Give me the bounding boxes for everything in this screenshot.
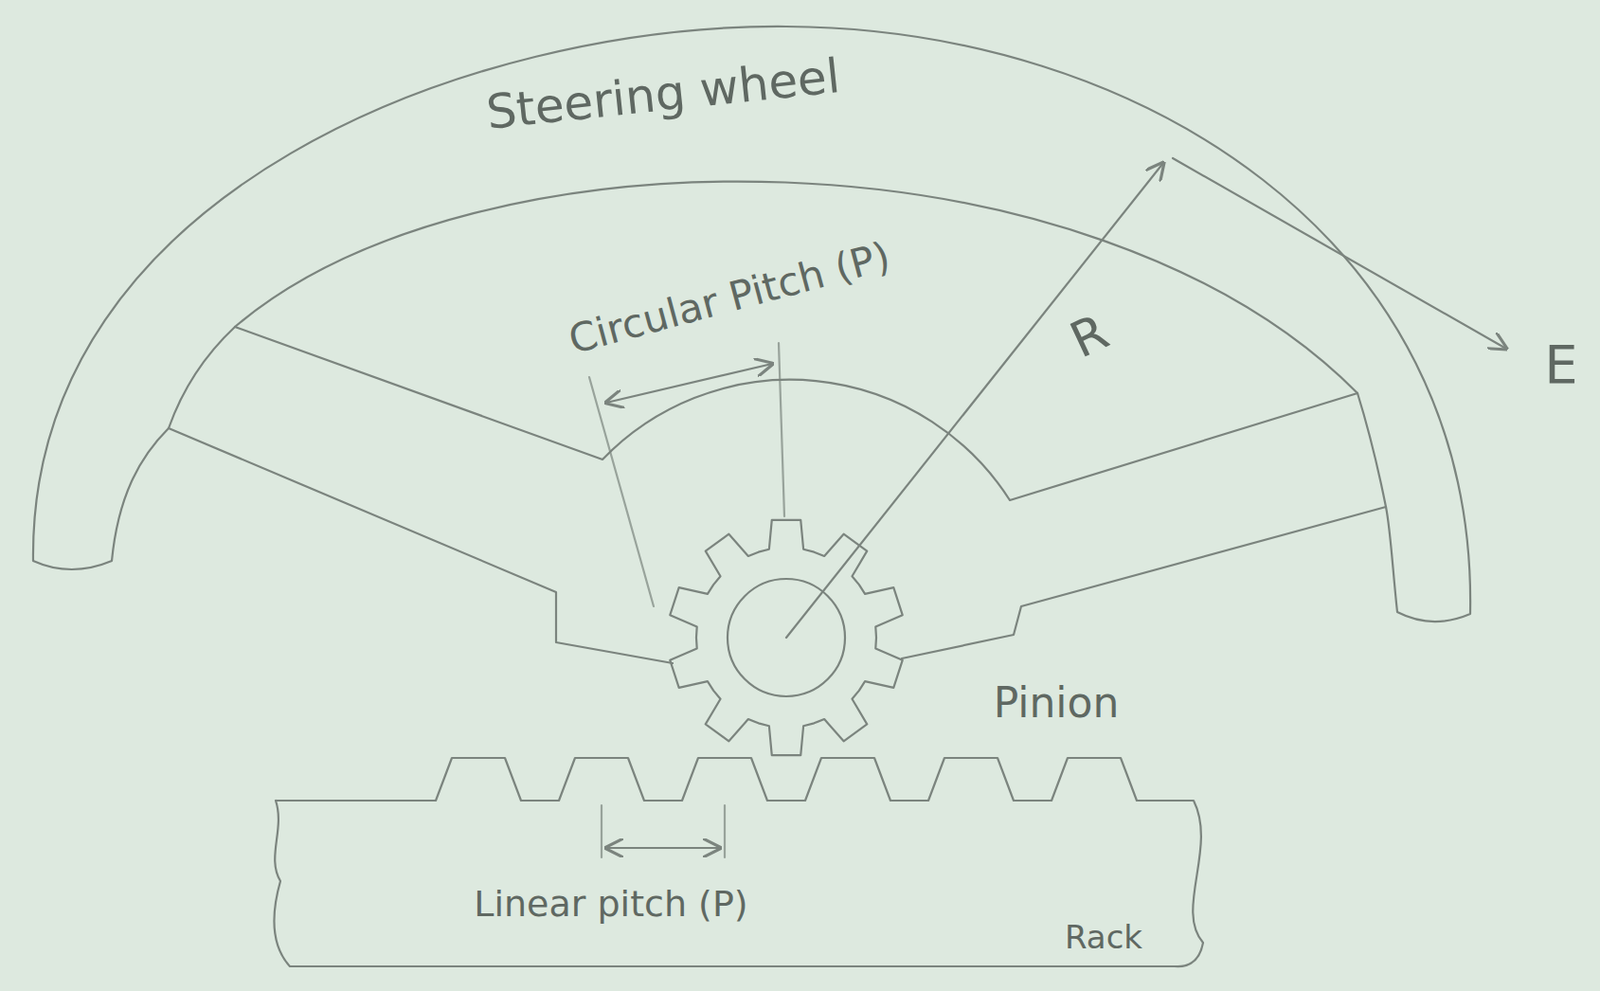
pitch-tick (723, 805, 726, 858)
wheel-rim (33, 26, 1471, 622)
effort-arrow (1172, 158, 1507, 349)
pinion-label: Pinion (993, 680, 1120, 726)
rack-label: Rack (1064, 919, 1143, 955)
linear-pitch-arrow (606, 846, 720, 849)
circular-pitch-label: Circular Pitch (P) (564, 234, 896, 363)
wheel-spokes (234, 326, 1358, 501)
rack-bar (273, 757, 1204, 967)
radius-label: R (1062, 304, 1117, 368)
radius-line (786, 162, 1164, 638)
left-spoke (168, 428, 673, 664)
pitch-tick (600, 805, 603, 858)
pitch-tick (589, 377, 654, 607)
circular-pitch-arrow (606, 363, 773, 403)
wheel-label: Steering wheel (484, 50, 843, 140)
linear-pitch-label: Linear pitch (P) (473, 884, 748, 925)
effort-label: E (1544, 335, 1578, 395)
right-spoke (901, 506, 1386, 659)
pitch-tick (778, 342, 785, 517)
